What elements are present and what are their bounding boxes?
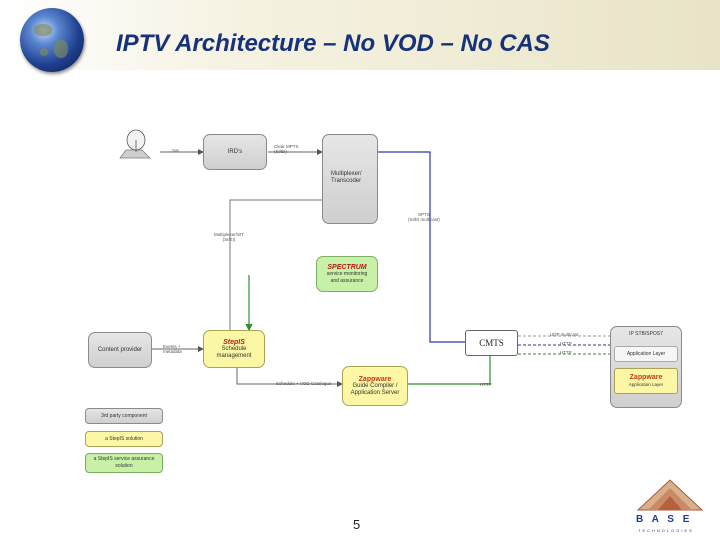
label-http-cmts: HTTP xyxy=(480,382,492,387)
cmts-label: CMTS xyxy=(479,337,504,348)
label-http-a: HTTP xyxy=(560,341,572,346)
zappware-stb-box: Zappware Application Layer xyxy=(614,368,678,394)
legend-third-party: 3rd party component xyxy=(85,408,163,424)
zappware-server-brand: Zappware xyxy=(358,375,392,383)
multiplexer-label: Multiplexer/ Transcoder xyxy=(331,171,362,184)
irds-box: IRD's xyxy=(203,134,267,170)
slide-title: IPTV Architecture – No VOD – No CAS xyxy=(116,30,550,57)
spectrum-box: SPECTRUM service monitoring and assuranc… xyxy=(316,256,378,292)
cmts-box: CMTS xyxy=(465,330,518,356)
irds-label: IRD's xyxy=(227,148,243,155)
stepis-box: StepIS Schedule management xyxy=(203,330,265,368)
multiplexer-box: Multiplexer/ Transcoder xyxy=(322,134,378,224)
label-http-b: HTTP xyxy=(560,350,572,355)
zappware-server-label: Guide Compiler / Application Server xyxy=(350,382,400,396)
stepis-label: Schedule management xyxy=(216,345,252,359)
label-multiplexer-sit: Multiplexer/SIT (SI/EI) xyxy=(214,232,245,242)
label-schedule-out: Schedule + VOD Catalogue xyxy=(276,381,332,386)
zappware-server-box: Zappware Guide Compiler / Application Se… xyxy=(342,366,408,406)
label-mpts: Clear MPTS (SI/EI) xyxy=(274,144,299,154)
label-sat: Sat xyxy=(172,148,179,153)
base-logo-subtext: TECHNOLOGIES xyxy=(638,528,694,533)
zappware-stb-label: Application Layer xyxy=(628,382,664,387)
page-number: 5 xyxy=(353,517,361,532)
label-content-to-stepis: Events + metadata xyxy=(163,344,182,354)
settop-top-label: IP STB/SPOS7 xyxy=(629,331,663,337)
zappware-stb-brand: Zappware xyxy=(629,374,663,381)
label-ip-multicast: UDP multicast xyxy=(550,332,579,337)
content-provider-label: Content provider xyxy=(97,346,143,353)
spectrum-brand: SPECTRUM xyxy=(327,263,367,271)
legend-service-assurance: a StepIS service assurance solution xyxy=(85,453,163,473)
base-logo-text: B A S E xyxy=(636,514,693,525)
globe-icon xyxy=(20,8,84,72)
spectrum-label: service monitoring and assurance xyxy=(326,270,368,284)
base-logo: B A S E TECHNOLOGIES xyxy=(630,474,710,536)
slide-header: IPTV Architecture – No VOD – No CAS xyxy=(0,0,720,72)
content-provider-box: Content provider xyxy=(88,332,152,368)
legend-stepis-solution: a StepIS solution xyxy=(85,431,163,447)
settop-box: IP STB/SPOS7 Application Layer Zappware … xyxy=(610,326,682,408)
stepis-brand: StepIS xyxy=(223,338,245,346)
settop-app-layer: Application Layer xyxy=(614,346,678,362)
settop-mid-label: Application Layer xyxy=(626,350,666,357)
label-spts: SPTS (SI/EI multicast) xyxy=(408,212,440,222)
satellite-dish-icon xyxy=(116,128,154,162)
